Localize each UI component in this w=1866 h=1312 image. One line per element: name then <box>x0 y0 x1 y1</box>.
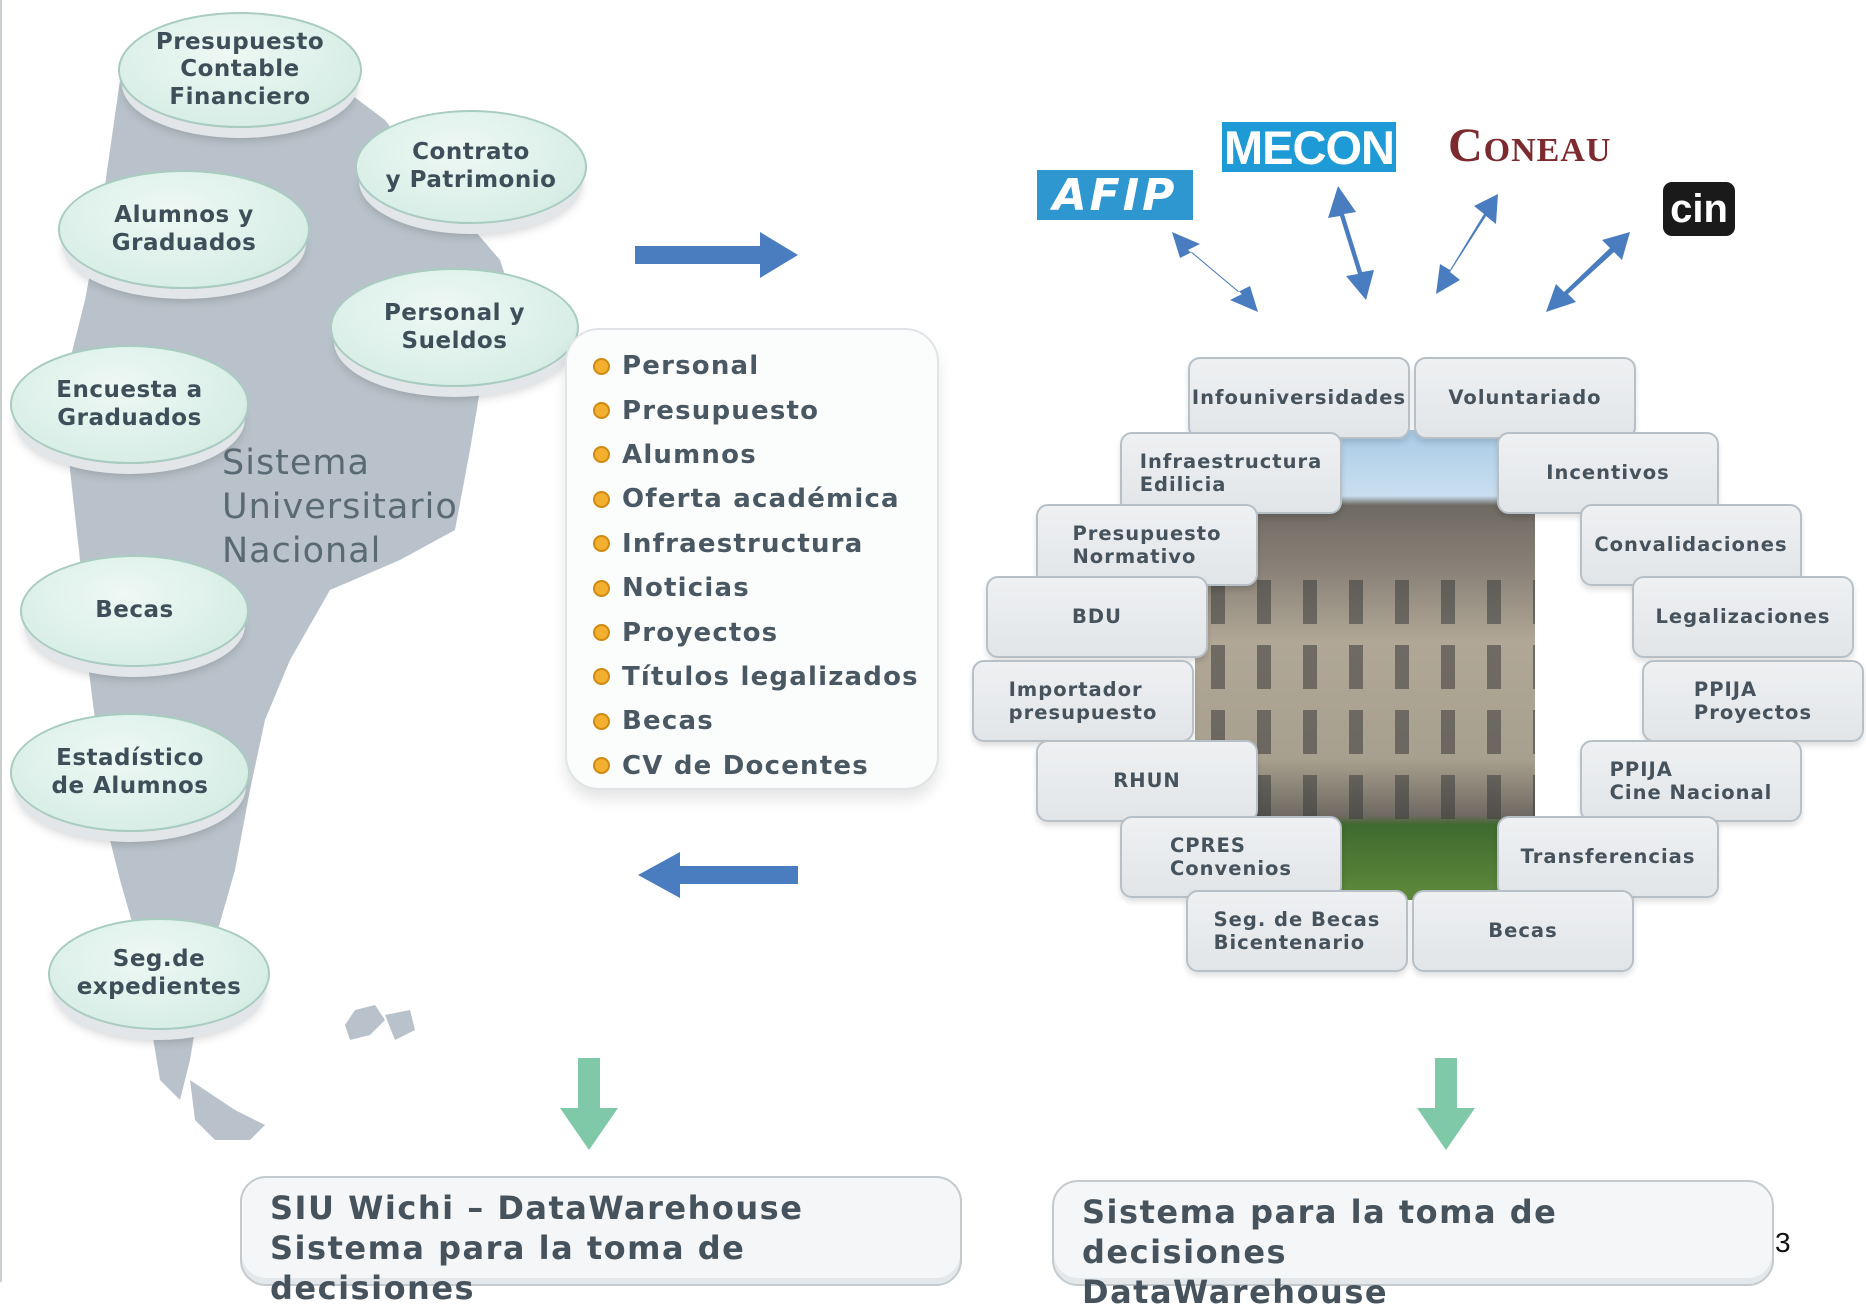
data-list-item: Proyectos <box>593 610 937 654</box>
data-list-item-label: CV de Docentes <box>622 750 869 781</box>
bottom-left-line-1: SIU Wichi – DataWarehouse <box>270 1189 804 1227</box>
data-list-item-label: Presupuesto <box>622 395 820 426</box>
subsystem-seg-expedientes: Seg.de expedientes <box>48 918 270 1030</box>
bullet-icon <box>593 712 610 730</box>
bullet-icon <box>593 446 610 464</box>
coneau-logo: Coneau <box>1448 119 1612 172</box>
data-list-item: Noticias <box>593 566 937 610</box>
subsystem-estadistico-alumnos: Estadístico de Alumnos <box>10 713 250 832</box>
afip-logo: AFIP <box>1037 170 1193 221</box>
ring-box-infouniversidades: Infouniversidades <box>1188 357 1410 439</box>
ring-box-legalizaciones: Legalizaciones <box>1632 576 1854 658</box>
ring-box-ppija-cine-nacional: PPIJA Cine Nacional <box>1580 740 1802 822</box>
arrow-left-icon <box>638 852 798 898</box>
arrow-down-left-icon <box>560 1058 618 1150</box>
data-list-item-label: Becas <box>622 706 714 737</box>
arrows-layer <box>560 186 1630 1150</box>
mecon-double-arrow-icon <box>1328 186 1374 300</box>
subsystem-contrato-patrimonio: Contrato y Patrimonio <box>355 110 587 224</box>
bottom-left-line-2: Sistema para la toma de decisiones <box>270 1229 746 1307</box>
ring-box-infraestructura-edilicia: Infraestructura Edilicia <box>1120 432 1342 514</box>
data-list-item: Títulos legalizados <box>593 655 937 699</box>
bullet-icon <box>593 624 610 642</box>
bullet-icon <box>593 357 610 375</box>
bullet-icon <box>593 490 610 508</box>
page-number: 3 <box>1775 1227 1791 1258</box>
ring-box-voluntariado: Voluntariado <box>1414 357 1636 439</box>
data-list-item: Becas <box>593 699 937 743</box>
building-window-row <box>1195 645 1535 689</box>
cin-double-arrow-icon <box>1546 232 1630 312</box>
subsystem-alumnos-graduados: Alumnos y Graduados <box>58 170 310 289</box>
tierra-del-fuego-shape <box>190 1080 265 1140</box>
bullet-icon <box>593 535 610 553</box>
ring-box-seg-becas-bicentenario: Seg. de Becas Bicentenario <box>1186 890 1408 972</box>
data-list-item-label: Proyectos <box>622 617 779 648</box>
data-list-item: Oferta académica <box>593 477 937 521</box>
data-list-item-label: Infraestructura <box>622 528 864 559</box>
mecon-logo: MECON <box>1222 121 1396 174</box>
bullet-icon <box>593 402 610 420</box>
bottom-right-line-1: Sistema para la toma de decisiones <box>1082 1193 1558 1271</box>
ring-box-becas: Becas <box>1412 890 1634 972</box>
data-list-item-label: Personal <box>622 351 760 382</box>
bottom-box-datawarehouse: Sistema para la toma de decisiones DataW… <box>1052 1180 1774 1311</box>
ring-box-transferencias: Transferencias <box>1497 816 1719 898</box>
data-list-item: CV de Docentes <box>593 744 937 788</box>
bullet-icon <box>593 668 610 686</box>
sun-title: Sistema Universitario Nacional <box>222 442 458 573</box>
bullet-icon <box>593 579 610 597</box>
ring-box-ppija-proyectos: PPIJA Proyectos <box>1642 660 1864 742</box>
ring-box-incentivos: Incentivos <box>1497 432 1719 514</box>
bullet-icon <box>593 757 610 775</box>
sun-title-line-3: Nacional <box>222 530 382 571</box>
data-list-item: Presupuesto <box>593 388 937 432</box>
data-list-item-label: Oferta académica <box>622 484 900 515</box>
data-list-item: Alumnos <box>593 433 937 477</box>
cin-logo: cin <box>1663 182 1735 236</box>
subsystem-becas: Becas <box>20 555 249 667</box>
ring-box-presupuesto-normativo: Presupuesto Normativo <box>1036 504 1258 586</box>
arrow-right-icon <box>635 232 798 278</box>
afip-double-arrow-icon <box>1172 232 1258 312</box>
data-list-item: Personal <box>593 344 937 388</box>
building-window-row <box>1195 580 1535 624</box>
ring-box-importador-presupuesto: Importador presupuesto <box>972 660 1194 742</box>
subsystem-personal-sueldos: Personal y Sueldos <box>330 268 579 387</box>
bottom-right-line-2: DataWarehouse <box>1082 1273 1389 1311</box>
ring-box-rhun: RHUN <box>1036 740 1258 822</box>
bottom-box-siu-wichi: SIU Wichi – DataWarehouse Sistema para l… <box>240 1176 962 1307</box>
coneau-double-arrow-icon <box>1436 194 1498 294</box>
ring-box-cpres-convenios: CPRES Convenios <box>1120 816 1342 898</box>
data-list-item-label: Alumnos <box>622 439 757 470</box>
data-list-item-label: Noticias <box>622 573 750 604</box>
data-list-item-label: Títulos legalizados <box>622 661 919 692</box>
slide-left-border <box>0 0 2 1282</box>
sun-title-line-1: Sistema <box>222 443 370 483</box>
data-list-item: Infraestructura <box>593 522 937 566</box>
malvinas-shape <box>345 1005 415 1040</box>
ring-box-bdu: BDU <box>986 576 1208 658</box>
ring-box-convalidaciones: Convalidaciones <box>1580 504 1802 586</box>
subsystem-presupuesto-contable: Presupuesto Contable Financiero <box>118 12 362 128</box>
sun-title-line-2: Universitario <box>222 486 458 527</box>
arrow-down-right-icon <box>1417 1058 1475 1150</box>
subsystem-encuesta-graduados: Encuesta a Graduados <box>10 345 249 464</box>
